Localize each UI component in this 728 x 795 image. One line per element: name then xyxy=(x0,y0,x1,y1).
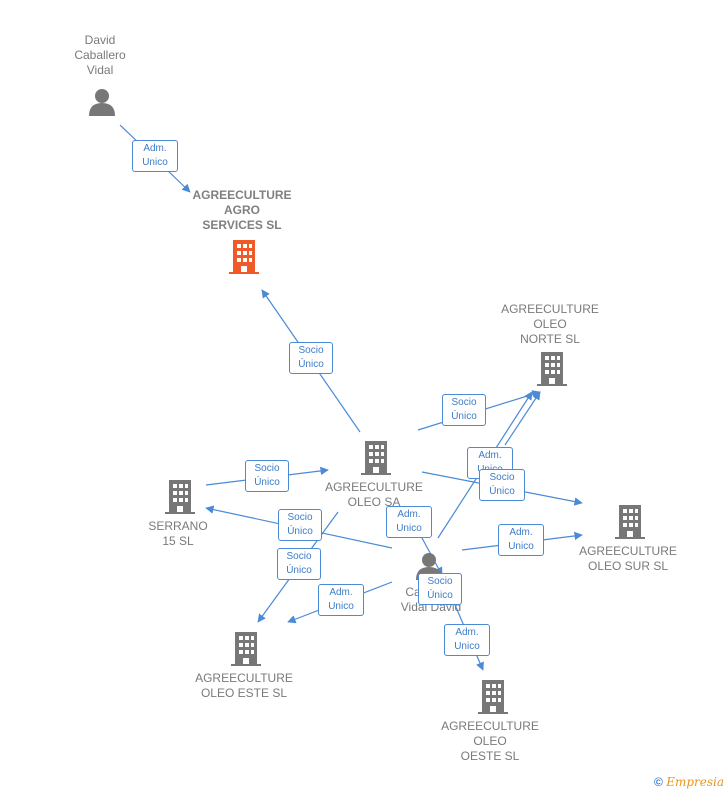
edge-label[interactable]: Socio Único xyxy=(277,548,321,580)
building-icon[interactable] xyxy=(537,352,567,391)
edge-label[interactable]: Socio Único xyxy=(418,573,462,605)
building-icon-focus[interactable] xyxy=(229,240,259,279)
building-icon[interactable] xyxy=(478,680,508,719)
building-icon[interactable] xyxy=(231,632,261,671)
copyright-icon: © xyxy=(654,775,663,789)
edge-label[interactable]: Socio Único xyxy=(442,394,486,426)
edge-label[interactable]: Adm. Unico xyxy=(444,624,490,656)
node-label-david[interactable]: David Caballero Vidal xyxy=(74,33,126,77)
node-label-oleo-sur[interactable]: AGREECULTURE OLEO SUR SL xyxy=(579,544,677,573)
building-icon[interactable] xyxy=(615,505,645,544)
node-label-agro-services[interactable]: AGREECULTURE AGRO SERVICES SL xyxy=(192,188,292,232)
edge-label[interactable]: Adm. Unico xyxy=(498,524,544,556)
building-icon[interactable] xyxy=(361,441,391,480)
footer-brand: © Empresia xyxy=(654,775,724,789)
node-label-oleo-sa[interactable]: AGREECULTURE OLEO SA xyxy=(325,480,423,509)
edge-label[interactable]: Socio Único xyxy=(289,342,333,374)
building-icon[interactable] xyxy=(165,480,195,519)
edge-label[interactable]: Adm. Unico xyxy=(132,140,178,172)
node-label-serrano[interactable]: SERRANO 15 SL xyxy=(148,519,208,548)
edge-label[interactable]: Socio Único xyxy=(245,460,289,492)
edge-label[interactable]: Adm. Unico xyxy=(386,506,432,538)
edge-arrow xyxy=(504,391,541,446)
node-label-oleo-norte[interactable]: AGREECULTURE OLEO NORTE SL xyxy=(501,302,599,346)
node-label-oleo-este[interactable]: AGREECULTURE OLEO ESTE SL xyxy=(195,671,293,700)
person-icon[interactable] xyxy=(88,88,116,121)
edge-label[interactable]: Socio Único xyxy=(278,509,322,541)
brand-logo: Empresia xyxy=(666,775,724,789)
node-label-oleo-oeste[interactable]: AGREECULTURE OLEO OESTE SL xyxy=(441,719,539,763)
edge-label[interactable]: Adm. Unico xyxy=(318,584,364,616)
edge-label[interactable]: Socio Único xyxy=(479,469,525,501)
